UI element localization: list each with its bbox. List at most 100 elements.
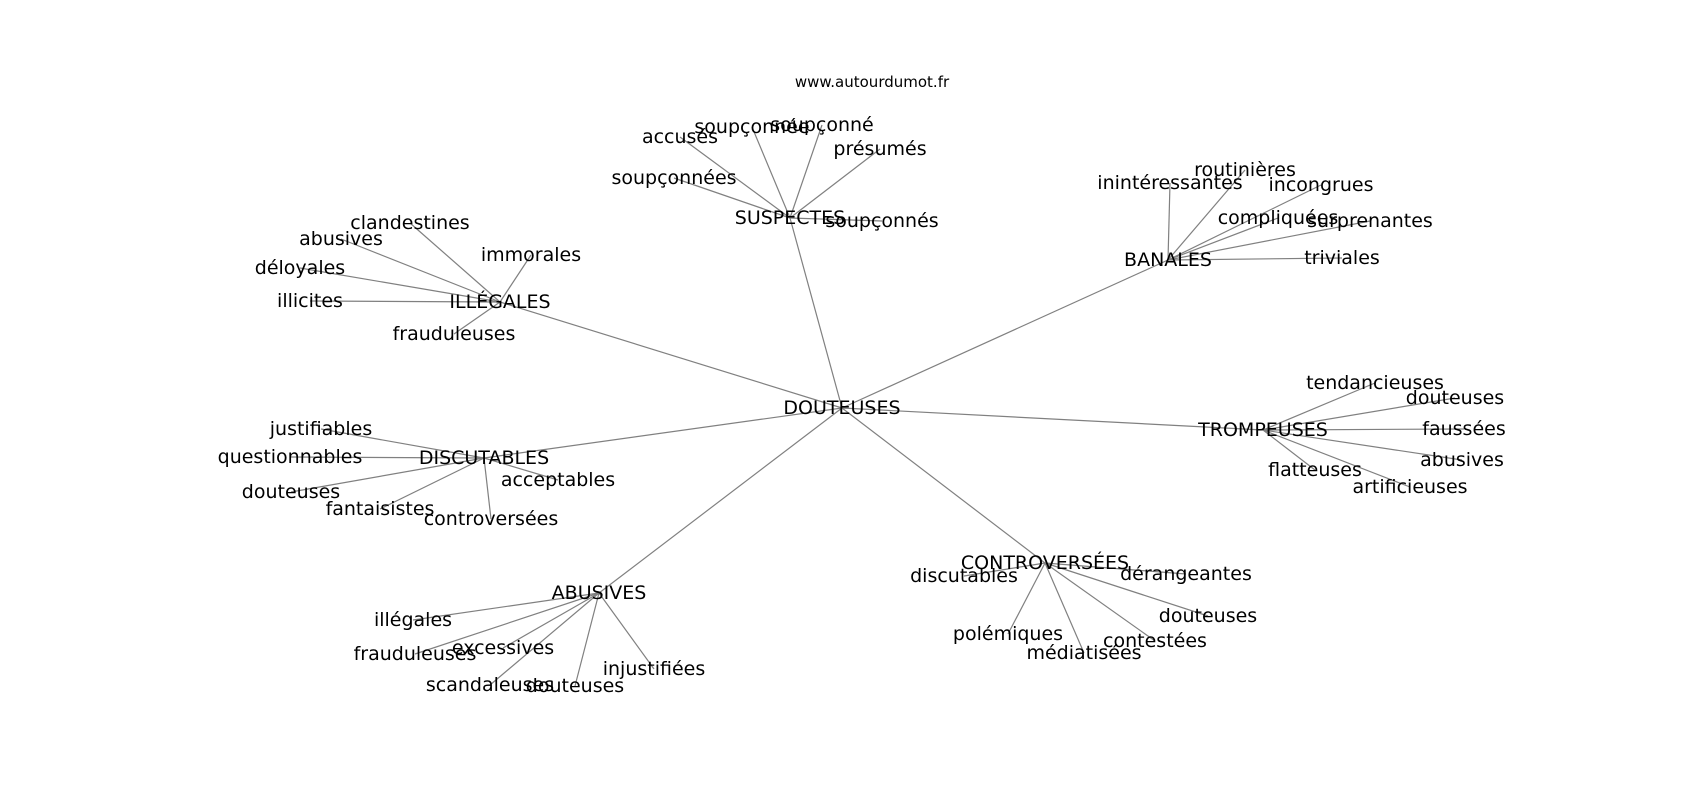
node-leaf-0-2: accusés [642, 126, 718, 148]
edge-2-1 [340, 238, 501, 303]
edge-0-3 [789, 148, 881, 219]
node-leaf-2-2: immorales [481, 244, 581, 266]
node-leaf-2-5: frauduleuses [393, 323, 516, 345]
node-leaf-3-5: artificieuses [1352, 476, 1467, 498]
node-leaf-4-2: acceptables [501, 469, 615, 491]
edge-root-6 [598, 407, 843, 594]
node-leaf-0-5: soupçonnés [825, 210, 938, 232]
node-leaf-4-4: fantaisistes [326, 498, 435, 520]
node-leaf-3-3: abusives [1420, 449, 1504, 471]
edge-root-4 [483, 407, 843, 459]
node-leaf-3-1: douteuses [1406, 387, 1504, 409]
node-leaf-5-4: contestées [1103, 630, 1207, 652]
edge-3-3 [1262, 429, 1463, 461]
node-leaf-3-0: tendancieuses [1306, 372, 1444, 394]
edge-root-5 [841, 407, 1046, 564]
node-group-6: ABUSIVES [552, 582, 647, 604]
node-leaf-6-3: injustifiées [603, 658, 706, 680]
node-leaf-3-2: faussées [1422, 418, 1505, 440]
edge-5-4 [1044, 562, 1156, 642]
edge-3-2 [1262, 428, 1465, 431]
edge-0-5 [789, 217, 883, 222]
edge-0-0 [751, 126, 791, 219]
node-leaf-2-0: clandestines [350, 212, 469, 234]
edge-6-5 [574, 592, 600, 687]
node-leaf-4-0: justifiables [269, 418, 373, 440]
node-leaf-1-3: compliquées [1218, 207, 1339, 229]
edge-2-0 [409, 222, 501, 303]
source-watermark: www.autourdumot.fr [795, 73, 950, 91]
node-leaf-4-1: questionnables [218, 446, 363, 468]
node-leaf-2-4: illicites [277, 290, 343, 312]
node-leaf-4-5: controversées [424, 508, 559, 530]
edge-3-5 [1262, 429, 1411, 488]
node-leaf-2-3: déloyales [255, 257, 345, 279]
node-leaf-0-1: soupçonné [770, 114, 873, 136]
edge-5-3 [1007, 562, 1046, 635]
edge-1-0 [1167, 169, 1246, 261]
edge-2-2 [499, 254, 532, 303]
node-leaf-1-0: routinières [1194, 159, 1296, 181]
edge-0-1 [789, 124, 823, 219]
edge-root-0 [789, 217, 843, 409]
edge-6-0 [412, 592, 600, 621]
edge-1-2 [1167, 184, 1322, 261]
node-leaf-6-5: douteuses [526, 675, 624, 697]
graph-edges [289, 124, 1465, 687]
node-leaf-5-0: discutables [910, 565, 1018, 587]
edge-6-2 [414, 592, 600, 655]
edge-3-4 [1262, 429, 1316, 471]
edge-0-4 [673, 177, 791, 219]
edge-2-4 [309, 300, 501, 303]
node-group-0: SUSPECTES [735, 207, 845, 229]
edge-2-5 [453, 301, 501, 335]
node-group-3: TROMPEUSES [1197, 419, 1328, 441]
node-leaf-6-4: scandaleuses [426, 674, 554, 696]
edge-4-2 [483, 457, 559, 481]
node-leaf-4-3: douteuses [242, 481, 340, 503]
edge-6-3 [598, 592, 655, 670]
edge-2-3 [299, 267, 501, 303]
node-leaf-5-2: douteuses [1159, 605, 1257, 627]
node-leaf-1-4: surprenantes [1307, 210, 1433, 232]
edge-root-1 [841, 259, 1169, 409]
edge-root-2 [499, 301, 843, 409]
edge-1-1 [1167, 182, 1171, 261]
edge-4-3 [290, 457, 485, 493]
node-leaf-6-2: frauduleuses [354, 643, 477, 665]
node-group-4: DISCUTABLES [419, 447, 549, 469]
edge-4-0 [320, 428, 485, 459]
node-group-2: ILLÉGALES [449, 290, 550, 313]
edge-5-1 [1044, 562, 1187, 575]
edge-5-5 [1044, 562, 1085, 654]
node-leaf-1-5: triviales [1304, 247, 1380, 269]
node-leaf-6-1: excessives [452, 637, 554, 659]
node-leaf-0-3: présumés [833, 138, 926, 160]
edge-6-1 [502, 592, 600, 649]
edge-0-2 [679, 136, 791, 219]
node-leaf-0-0: soupçonnée [694, 116, 809, 138]
node-group-1: BANALES [1124, 249, 1212, 271]
edge-1-3 [1167, 217, 1279, 261]
edge-1-5 [1167, 257, 1343, 261]
node-group-5: CONTROVERSÉES [961, 551, 1129, 574]
edge-5-0 [963, 562, 1046, 577]
node-leaf-5-1: dérangeantes [1120, 563, 1252, 585]
edge-4-5 [483, 457, 492, 520]
node-leaf-5-3: polémiques [953, 623, 1063, 645]
node-leaf-0-4: soupçonnées [611, 167, 736, 189]
node-leaf-6-0: illégales [374, 609, 452, 631]
node-leaf-1-1: inintéressantes [1097, 172, 1242, 194]
edge-1-4 [1167, 220, 1371, 261]
node-root: DOUTEUSES [783, 397, 900, 419]
edge-6-4 [489, 592, 600, 686]
node-leaf-5-5: médiatisées [1026, 642, 1141, 664]
edge-4-4 [379, 457, 485, 510]
edge-3-1 [1262, 397, 1456, 431]
edge-5-2 [1044, 562, 1209, 617]
node-leaf-3-4: flatteuses [1268, 459, 1362, 481]
node-leaf-1-2: incongrues [1269, 174, 1374, 196]
edge-3-0 [1262, 382, 1376, 431]
